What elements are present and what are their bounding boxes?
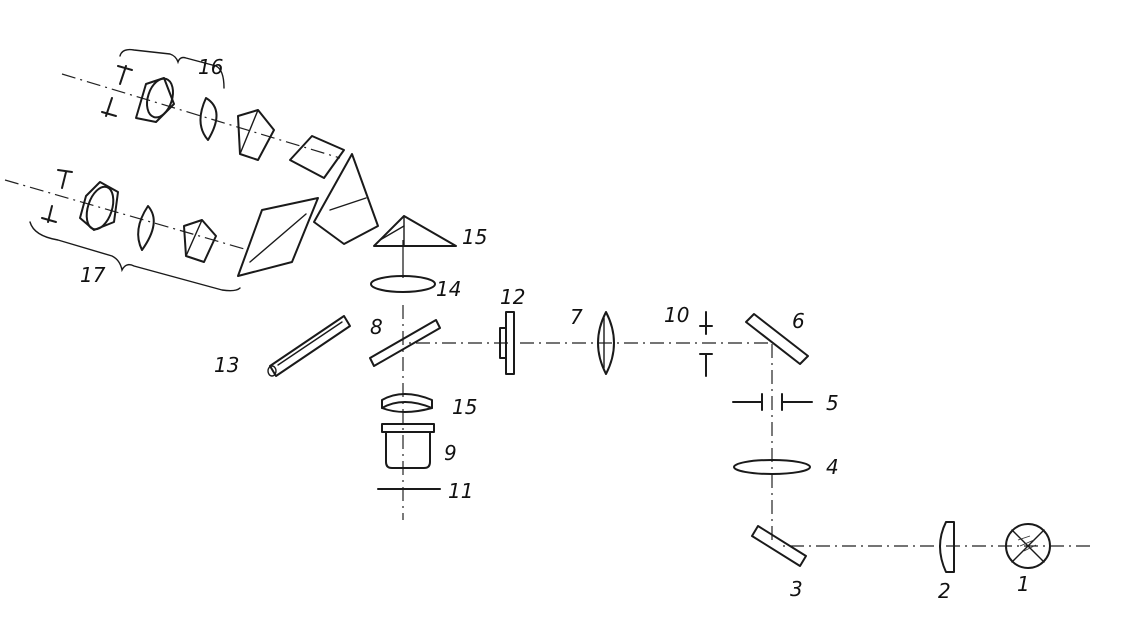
label-15-top: 15 [462,225,487,249]
component-labels: 1 2 3 4 5 6 7 8 9 10 11 12 13 14 15 15 1… [80,55,1030,603]
lens-4 [733,459,811,475]
label-4: 4 [826,455,839,479]
axis-channel-16 [61,73,341,159]
slit-10 [699,311,713,377]
illuminator-13 [267,315,351,377]
label-9: 9 [444,441,457,465]
label-11: 11 [448,479,473,503]
label-15-bottom: 15 [452,395,477,419]
source-circle [1005,523,1051,569]
objective-9 [381,423,435,469]
mirror-6 [745,313,809,365]
label-2: 2 [938,579,951,603]
lens-14 [370,275,436,293]
label-17: 17 [80,263,106,287]
light-source-1 [1005,523,1051,569]
label-13: 13 [214,353,239,377]
axis-channel-17 [4,179,249,251]
channel-16 [101,48,379,245]
channel-17 [29,169,319,292]
label-10: 10 [664,303,689,327]
mirror-3 [751,525,807,567]
diaphragm-5 [732,393,813,411]
label-14: 14 [436,277,461,301]
lens-7 [597,311,615,375]
label-7: 7 [570,305,583,329]
condenser-lens-2 [939,521,955,573]
label-5: 5 [826,391,839,415]
label-16: 16 [198,55,223,79]
label-3: 3 [790,577,803,601]
label-1: 1 [1017,572,1030,596]
prism-15-top [373,215,457,247]
label-8: 8 [370,315,383,339]
optical-axes [4,73,1090,547]
plate-12 [499,311,515,375]
label-12: 12 [500,285,525,309]
beam-splitter-8 [369,319,441,367]
label-6: 6 [792,309,805,333]
lens-15-bottom [381,393,433,413]
